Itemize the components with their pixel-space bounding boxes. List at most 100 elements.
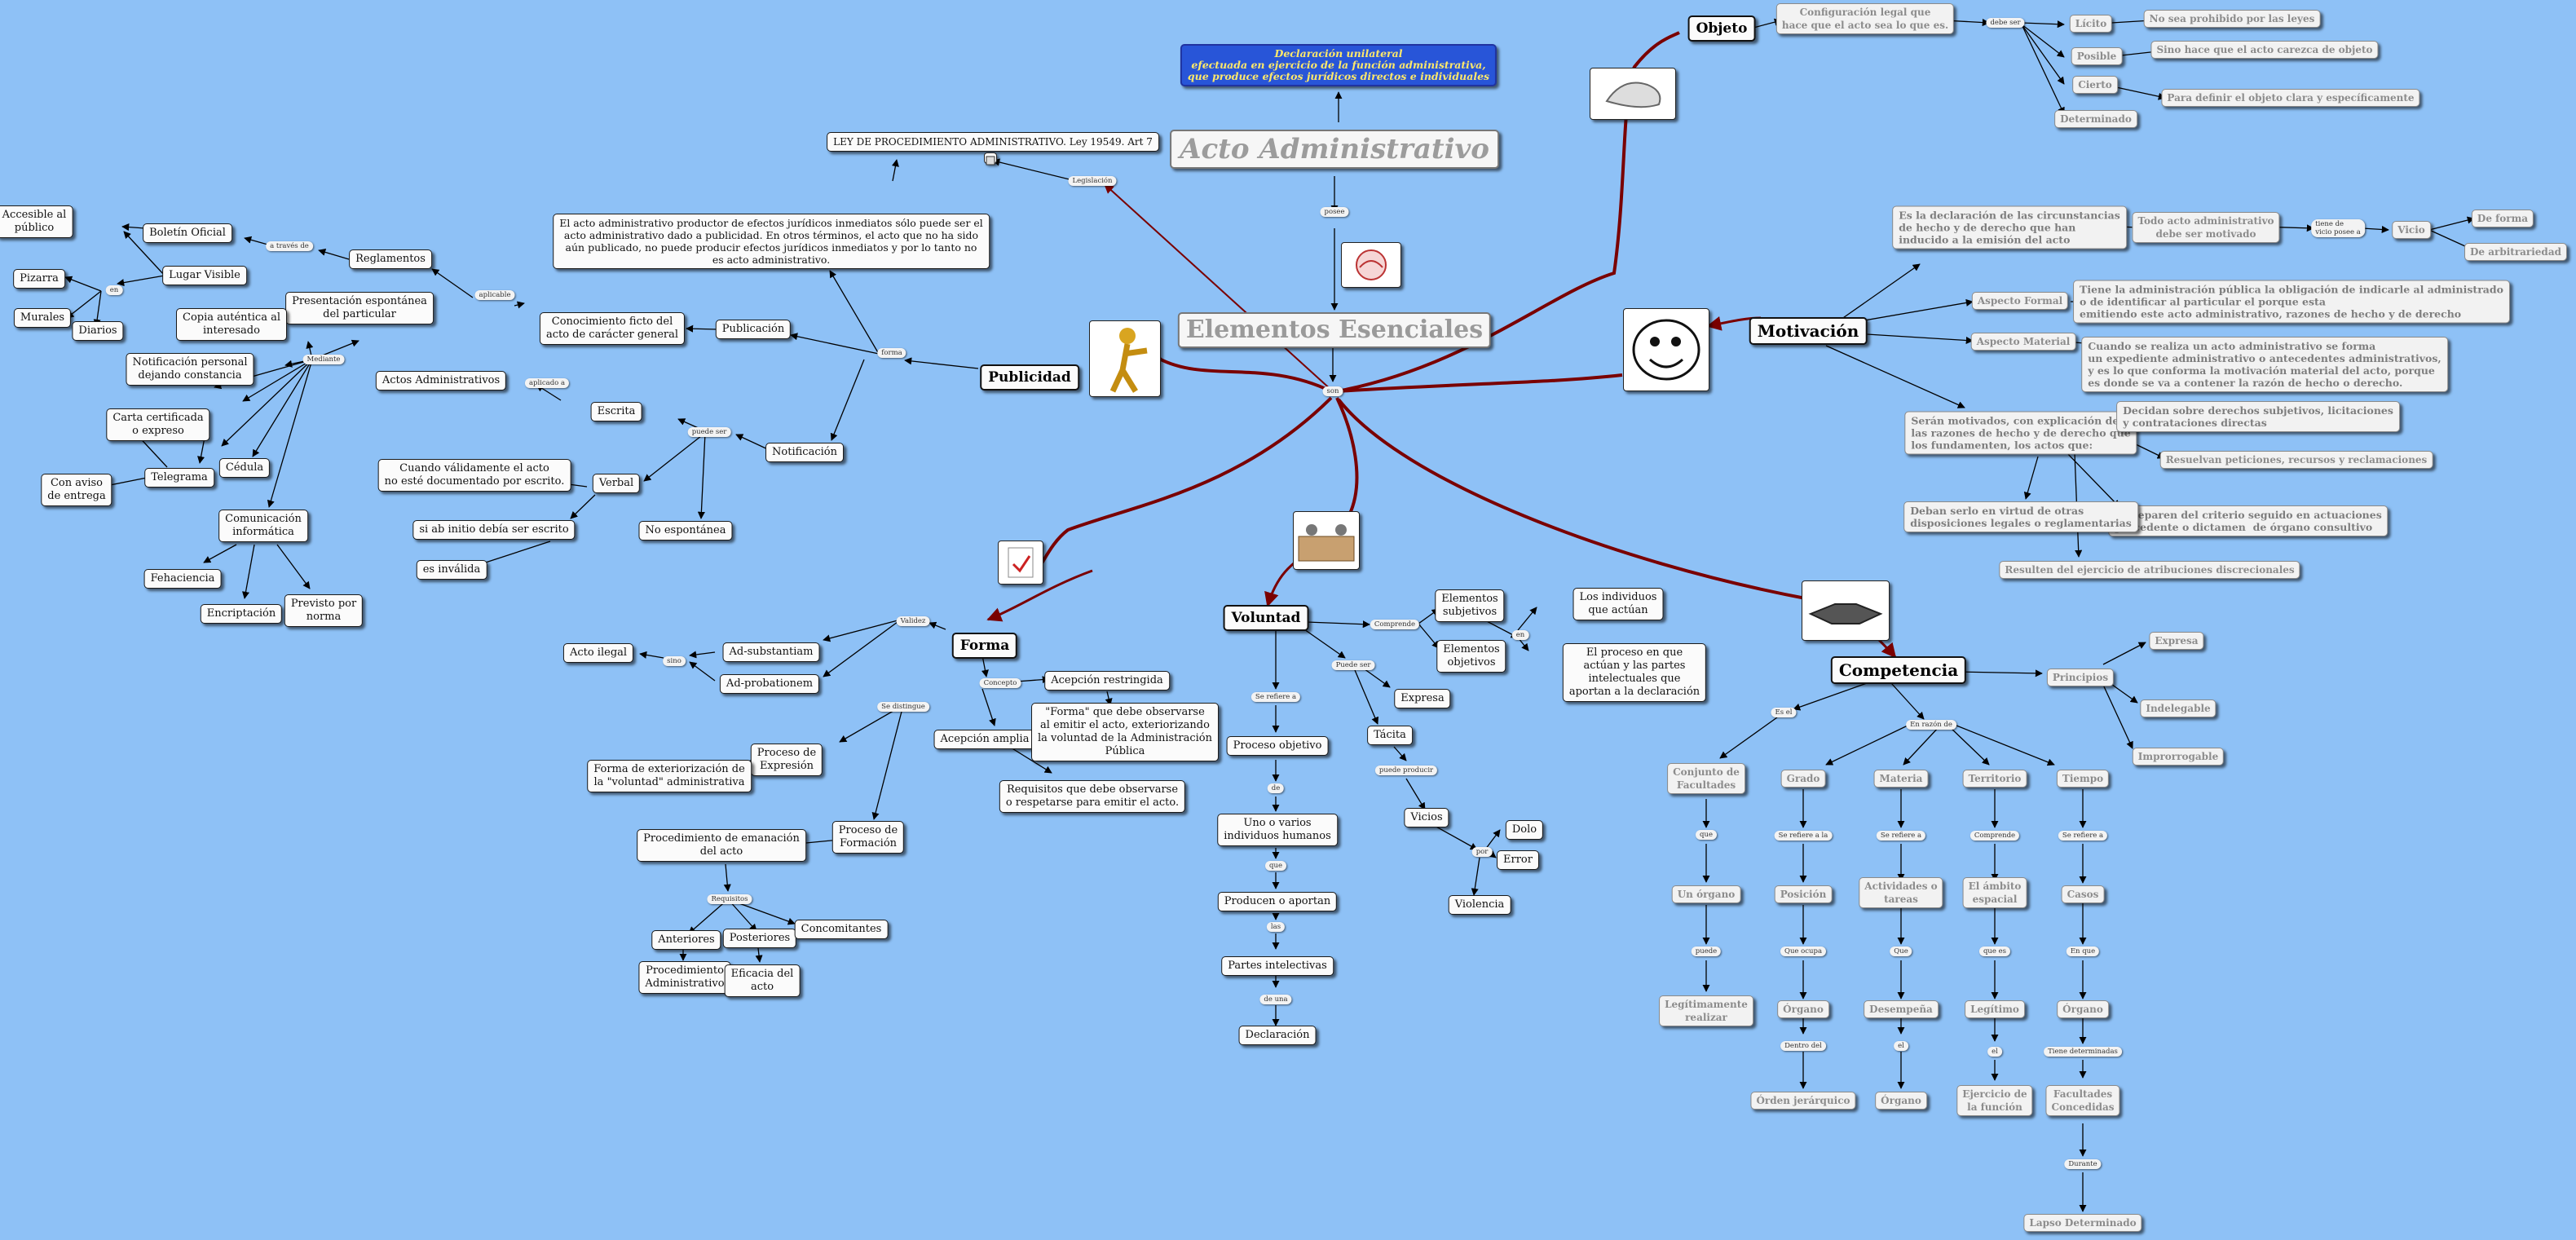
boletin-node[interactable]: Boletín Oficial bbox=[143, 223, 232, 243]
principios-node[interactable]: Principios bbox=[2047, 669, 2114, 686]
individuos-node[interactable]: Los individuos que actúan bbox=[1573, 588, 1664, 620]
ley-box[interactable]: LEY DE PROCEDIMIENTO ADMINISTRATIVO. Ley… bbox=[827, 132, 1159, 152]
licito-node[interactable]: Lícito bbox=[2070, 15, 2112, 33]
de-forma-node[interactable]: De forma bbox=[2472, 210, 2534, 227]
facultades-node[interactable]: Facultades Concedidas bbox=[2045, 1085, 2119, 1116]
cierto-detail[interactable]: Para definir el objeto clara y específic… bbox=[2161, 89, 2419, 107]
si-ab-initio-node[interactable]: si ab initio debía ser escrito bbox=[412, 520, 575, 540]
lapso-node[interactable]: Lapso Determinado bbox=[2023, 1214, 2142, 1232]
determinado-node[interactable]: Determinado bbox=[2054, 110, 2137, 128]
partes-node[interactable]: Partes intelectivas bbox=[1221, 956, 1334, 976]
error-node[interactable]: Error bbox=[1497, 850, 1539, 870]
orden-jerarquico-node[interactable]: Órden jerárquico bbox=[1750, 1092, 1855, 1110]
previsto-node[interactable]: Previsto por norma bbox=[285, 594, 363, 627]
eficacia-node[interactable]: Eficacia del acto bbox=[725, 964, 801, 997]
aspecto-formal-detail[interactable]: Tiene la administración pública la oblig… bbox=[2073, 280, 2510, 324]
telegrama-node[interactable]: Telegrama bbox=[144, 468, 214, 488]
individuos-humanos-node[interactable]: Uno o varios individuos humanos bbox=[1217, 814, 1338, 846]
organo-grado-node[interactable]: Órgano bbox=[1777, 1000, 1829, 1018]
organo-tiempo-node[interactable]: Órgano bbox=[2057, 1000, 2109, 1018]
lugar-node[interactable]: Lugar Visible bbox=[162, 266, 247, 285]
posteriores-node[interactable]: Posteriores bbox=[723, 929, 796, 948]
copia-node[interactable]: Copia auténtica al interesado bbox=[176, 308, 287, 341]
concomitantes-node[interactable]: Concomitantes bbox=[795, 920, 889, 939]
producen-node[interactable]: Producen o aportan bbox=[1218, 892, 1337, 911]
murales-node[interactable]: Murales bbox=[14, 308, 71, 328]
declaracion-circunstancias-node[interactable]: Es la declaración de las circunstancias … bbox=[1892, 206, 2127, 249]
aspecto-material-detail[interactable]: Cuando se realiza un acto administrativo… bbox=[2081, 337, 2448, 392]
indelegable-node[interactable]: Indelegable bbox=[2140, 699, 2216, 717]
carta-node[interactable]: Carta certificada o expreso bbox=[106, 408, 210, 441]
conocimiento-node[interactable]: Conocimiento ficto del acto de carácter … bbox=[540, 312, 685, 345]
territorio-node[interactable]: Territorio bbox=[1963, 770, 2027, 788]
acepcion-amplia-node[interactable]: Acepción amplia bbox=[934, 730, 1036, 749]
forma-node[interactable]: Forma bbox=[952, 633, 1017, 659]
ejercicio-funcion-node[interactable]: Ejercicio de la función bbox=[1956, 1085, 2032, 1116]
ambito-node[interactable]: El ámbito espacial bbox=[1963, 877, 2027, 908]
presentacion-node[interactable]: Presentación espontánea del particular bbox=[285, 292, 434, 324]
diarios-node[interactable]: Diarios bbox=[72, 321, 123, 341]
forma-ext-node[interactable]: Forma de exteriorización de la "voluntad… bbox=[587, 760, 752, 792]
config-legal-node[interactable]: Configuración legal que hace que el acto… bbox=[1776, 3, 1954, 34]
violencia-node[interactable]: Violencia bbox=[1449, 895, 1511, 915]
verbal-node[interactable]: Verbal bbox=[593, 474, 640, 493]
deban-node[interactable]: Deban serlo en virtud de otras disposici… bbox=[1903, 501, 2138, 532]
todo-acto-node[interactable]: Todo acto administrativo debe ser motiva… bbox=[2132, 212, 2279, 243]
proceso-objetivo-node[interactable]: Proceso objetivo bbox=[1227, 736, 1329, 756]
motivacion-node[interactable]: Motivación bbox=[1749, 317, 1868, 345]
notificacion-node[interactable]: Notificación bbox=[765, 443, 844, 462]
aviso-node[interactable]: Con aviso de entrega bbox=[41, 474, 112, 506]
central-topic[interactable]: Elementos Esenciales bbox=[1178, 312, 1491, 348]
organo-materia-node[interactable]: Órgano bbox=[1875, 1092, 1927, 1110]
aspecto-material-node[interactable]: Aspecto Material bbox=[1971, 333, 2076, 351]
fehaciencia-node[interactable]: Fehaciencia bbox=[144, 569, 222, 589]
proc-expresion-node[interactable]: Proceso de Expresión bbox=[751, 744, 823, 776]
proc-adm-node[interactable]: Procedimiento Administrativo bbox=[638, 961, 730, 994]
escrita-node[interactable]: Escrita bbox=[591, 402, 642, 421]
comunicacion-node[interactable]: Comunicación informática bbox=[218, 510, 308, 542]
pizarra-node[interactable]: Pizarra bbox=[13, 269, 65, 289]
procedimiento-node[interactable]: Procedimiento de emanación del acto bbox=[637, 829, 806, 862]
acepcion-restringida-node[interactable]: Acepción restringida bbox=[1044, 671, 1170, 691]
expresa-node[interactable]: Expresa bbox=[1394, 689, 1450, 708]
separen-node[interactable]: Se separen del criterio seguido en actua… bbox=[2108, 505, 2388, 536]
invalida-node[interactable]: es inválida bbox=[417, 560, 487, 580]
legitimo-node[interactable]: Legítimo bbox=[1965, 1000, 2025, 1018]
legitimamente-node[interactable]: Legítimamente realizar bbox=[1659, 995, 1753, 1026]
arbitrariedad-node[interactable]: De arbitrariedad bbox=[2464, 243, 2567, 261]
acto-ilegal-node[interactable]: Acto ilegal bbox=[563, 643, 633, 663]
definition-box[interactable]: Declaración unilateral efectuada en ejer… bbox=[1180, 44, 1497, 86]
cuando-node[interactable]: Cuando válidamente el acto no esté docum… bbox=[378, 459, 571, 492]
posible-detail[interactable]: Sino hace que el acto carezca de objeto bbox=[2150, 41, 2378, 59]
encriptacion-node[interactable]: Encriptación bbox=[201, 604, 282, 624]
reglamentos-node[interactable]: Reglamentos bbox=[349, 249, 432, 269]
declaracion-node[interactable]: Declaración bbox=[1239, 1026, 1317, 1045]
posicion-node[interactable]: Posición bbox=[1775, 885, 1833, 903]
vicio-node[interactable]: Vicio bbox=[2392, 221, 2431, 239]
grado-node[interactable]: Grado bbox=[1781, 770, 1826, 788]
competencia-node[interactable]: Competencia bbox=[1831, 656, 1966, 684]
improrrogable-node[interactable]: Improrrogable bbox=[2133, 748, 2224, 766]
vicios-node[interactable]: Vicios bbox=[1404, 808, 1449, 827]
ad-substantiam-node[interactable]: Ad-substantiam bbox=[723, 642, 820, 662]
cedula-node[interactable]: Cédula bbox=[219, 458, 270, 478]
actividades-node[interactable]: Actividades o tareas bbox=[1859, 877, 1943, 908]
anteriores-node[interactable]: Anteriores bbox=[651, 930, 721, 950]
materia-node[interactable]: Materia bbox=[1874, 770, 1929, 788]
notif-personal-node[interactable]: Notificación personal dejando constancia bbox=[126, 353, 254, 386]
proc-formacion-node[interactable]: Proceso de Formación bbox=[832, 821, 904, 854]
un-organo-node[interactable]: Un órgano bbox=[1672, 885, 1741, 903]
decidan-node[interactable]: Decidan sobre derechos subjetivos, licit… bbox=[2116, 401, 2400, 432]
posible-node[interactable]: Posible bbox=[2071, 47, 2123, 65]
subjetivos-node[interactable]: Elementos subjetivos bbox=[1435, 589, 1504, 622]
publicidad-node[interactable]: Publicidad bbox=[980, 364, 1079, 391]
dolo-node[interactable]: Dolo bbox=[1506, 820, 1543, 840]
expresa-principio[interactable]: Expresa bbox=[2149, 632, 2203, 650]
publicacion-node[interactable]: Publicación bbox=[716, 320, 791, 339]
objeto-node[interactable]: Objeto bbox=[1688, 15, 1756, 42]
aspecto-formal-node[interactable]: Aspecto Formal bbox=[1972, 292, 2068, 310]
licito-detail[interactable]: No sea prohibido por las leyes bbox=[2144, 10, 2321, 28]
voluntad-node[interactable]: Voluntad bbox=[1224, 605, 1309, 631]
no-espontanea-node[interactable]: No espontánea bbox=[638, 521, 732, 541]
requisitos-node[interactable]: Requisitos que debe observarse o respeta… bbox=[999, 780, 1185, 813]
